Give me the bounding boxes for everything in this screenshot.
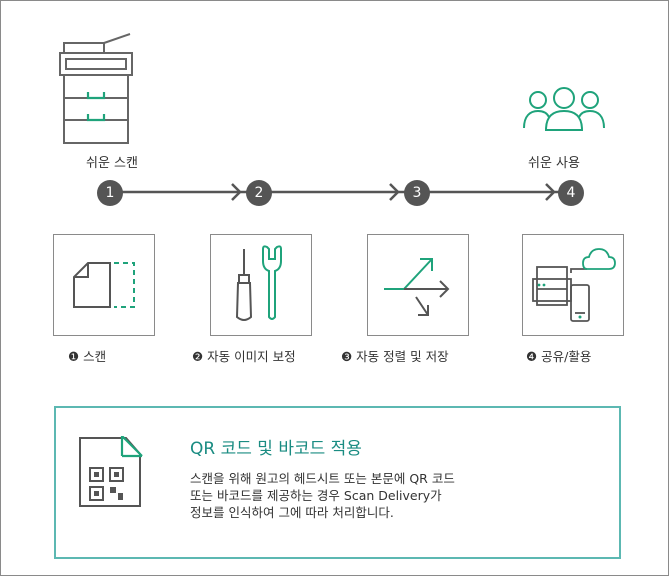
tools-icon: [235, 245, 282, 321]
info-title: QR 코드 및 바코드 적용: [190, 439, 362, 459]
sort-arrows-icon: [384, 258, 450, 316]
info-description: 스캔을 위해 원고의 헤드시트 또는 본문에 QR 코드 또는 바코드를 제공하…: [190, 470, 600, 521]
process-flow-line: [110, 183, 570, 201]
step-1-box: [53, 234, 155, 336]
step-4-badge: 4: [558, 180, 584, 206]
printer-icon: [59, 33, 133, 144]
step-3-caption: ❸ 자동 정렬 및 저장: [341, 349, 449, 364]
step-3-badge: 3: [404, 180, 430, 206]
scan-document-icon: [73, 262, 135, 308]
step-4-caption: ❹ 공유/활용: [526, 349, 592, 364]
qr-barcode-info-box: QR 코드 및 바코드 적용 스캔을 위해 원고의 헤드시트 또는 본문에 QR…: [54, 406, 621, 559]
step-4-box: [522, 234, 624, 336]
qr-document-icon: [79, 436, 143, 507]
step-3-box: [367, 234, 469, 336]
step-2-box: [210, 234, 312, 336]
easy-use-label: 쉬운 사용: [528, 156, 580, 171]
info-line: 또는 바코드를 제공하는 경우 Scan Delivery가: [190, 488, 442, 503]
devices-cloud-icon: [532, 248, 616, 322]
step-1-caption: ❶ 스캔: [68, 349, 107, 364]
easy-scan-label: 쉬운 스캔: [86, 156, 138, 171]
step-2-caption: ❷ 자동 이미지 보정: [192, 349, 296, 364]
step-2-badge: 2: [246, 180, 272, 206]
users-icon: [523, 87, 605, 131]
info-line: 스캔을 위해 원고의 헤드시트 또는 본문에 QR 코드: [190, 471, 455, 486]
step-1-badge: 1: [97, 180, 123, 206]
info-line: 정보를 인식하여 그에 따라 처리합니다.: [190, 505, 394, 520]
